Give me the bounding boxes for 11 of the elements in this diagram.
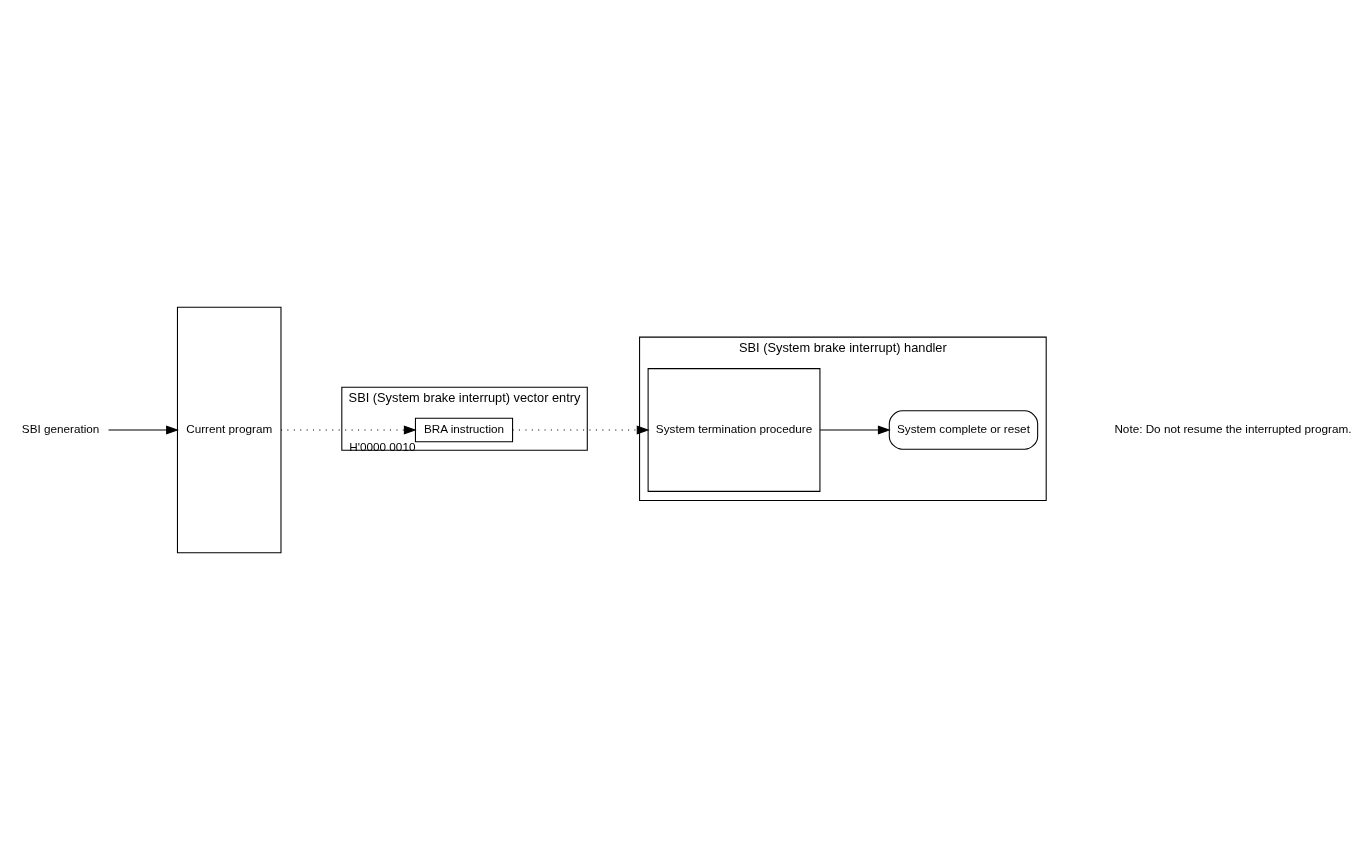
node-box: Current program (176, 306, 282, 553)
node-box: System complete or reset (888, 409, 1039, 450)
node-box: BRA instruction (414, 417, 514, 442)
label: Note: Do not resume the interrupted program. (1114, 421, 1352, 435)
node-text: SBI generation (21, 421, 100, 435)
arrow (819, 425, 891, 434)
arrow (107, 425, 179, 434)
node-box: System termination procedure (647, 367, 821, 492)
node-label: H'0000 0010 (349, 439, 416, 453)
arrow (280, 425, 417, 434)
arrow (512, 425, 650, 434)
